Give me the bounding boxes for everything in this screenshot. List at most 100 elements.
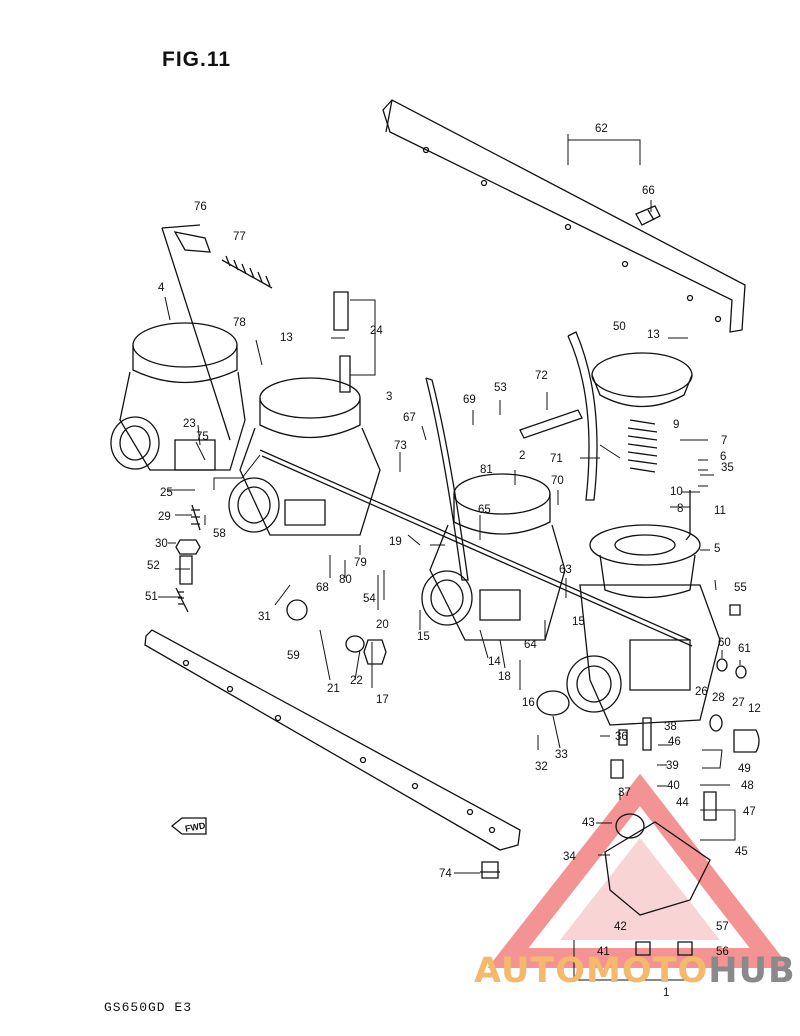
callout-55: 55 bbox=[734, 582, 747, 594]
callout-3: 3 bbox=[386, 391, 392, 403]
jet-39 bbox=[642, 717, 652, 751]
callout-7: 7 bbox=[721, 435, 727, 447]
bolt-24b bbox=[339, 355, 351, 393]
spring-52 bbox=[175, 587, 189, 613]
callout-80: 80 bbox=[339, 574, 352, 586]
callout-49: 49 bbox=[738, 763, 751, 775]
callout-62: 62 bbox=[595, 123, 608, 135]
callout-28: 28 bbox=[712, 692, 725, 704]
screw-53 bbox=[179, 555, 193, 585]
callout-77: 77 bbox=[233, 231, 246, 243]
callout-33: 33 bbox=[555, 749, 568, 761]
callout-30: 30 bbox=[155, 538, 168, 550]
washer-62 bbox=[716, 658, 728, 672]
screw-42 bbox=[635, 941, 651, 956]
callout-75: 75 bbox=[196, 431, 209, 443]
callout-17: 17 bbox=[376, 694, 389, 706]
plate-33 bbox=[536, 690, 570, 716]
watermark-logo: AUTOMOTOHUB bbox=[474, 951, 796, 991]
jet-37 bbox=[618, 729, 628, 746]
callout-29: 29 bbox=[158, 511, 171, 523]
callout-70: 70 bbox=[551, 475, 564, 487]
callout-63: 63 bbox=[559, 564, 572, 576]
figure-title: FIG.11 bbox=[162, 48, 232, 71]
callout-56: 56 bbox=[716, 946, 729, 958]
callout-67: 67 bbox=[403, 412, 416, 424]
diaphragm-cover bbox=[591, 352, 693, 408]
nut-29 bbox=[175, 539, 201, 555]
jet-needle bbox=[685, 490, 691, 541]
screw-73 bbox=[519, 409, 583, 439]
connecting-shaft bbox=[259, 449, 693, 647]
callout-38: 38 bbox=[664, 721, 677, 733]
callout-19: 19 bbox=[389, 536, 402, 548]
carburetor-2 bbox=[228, 377, 381, 536]
float-chamber bbox=[604, 813, 711, 916]
jet-38 bbox=[610, 759, 624, 779]
part-drawings bbox=[110, 99, 760, 956]
carburetor-1 bbox=[110, 322, 246, 471]
callout-5: 5 bbox=[714, 543, 720, 555]
callout-10: 10 bbox=[670, 486, 683, 498]
callout-1: 1 bbox=[663, 987, 669, 999]
callout-43: 43 bbox=[582, 817, 595, 829]
callout-72: 72 bbox=[535, 370, 548, 382]
callout-60: 60 bbox=[718, 637, 731, 649]
fuel-hose-68 bbox=[425, 377, 469, 581]
callout-74: 74 bbox=[439, 868, 452, 880]
callout-76: 76 bbox=[194, 201, 207, 213]
callout-31: 31 bbox=[258, 611, 271, 623]
callout-68: 68 bbox=[316, 582, 329, 594]
mounting-plate-upper bbox=[382, 99, 746, 333]
callout-39: 39 bbox=[666, 760, 679, 772]
screw-75 bbox=[480, 861, 500, 879]
callout-78: 78 bbox=[233, 317, 246, 329]
screw-67 bbox=[635, 205, 661, 226]
callout-37: 37 bbox=[618, 787, 631, 799]
watermark-text-b: HUB bbox=[708, 951, 796, 991]
bracket-77 bbox=[173, 231, 211, 253]
callout-46: 46 bbox=[668, 736, 681, 748]
fuel-hose-72 bbox=[567, 331, 598, 501]
carburetor-3 bbox=[421, 473, 566, 641]
callout-12: 12 bbox=[748, 703, 761, 715]
callout-45: 45 bbox=[735, 846, 748, 858]
callout-11: 11 bbox=[714, 505, 726, 517]
screw-57 bbox=[729, 604, 741, 616]
callout-51: 51 bbox=[145, 591, 158, 603]
callout-16: 16 bbox=[522, 697, 535, 709]
diaphragm-5 bbox=[589, 524, 701, 599]
screw-58 bbox=[677, 941, 693, 956]
callout-13: 13 bbox=[280, 332, 293, 344]
callout-69: 69 bbox=[463, 394, 476, 406]
callout-48: 48 bbox=[741, 780, 754, 792]
spring-9 bbox=[627, 419, 658, 473]
callout-36: 36 bbox=[615, 731, 628, 743]
fwd-arrow bbox=[170, 817, 207, 835]
o-ring-28 bbox=[709, 714, 723, 732]
washer-61 bbox=[286, 599, 308, 621]
callout-26: 26 bbox=[695, 686, 708, 698]
callout-24: 24 bbox=[370, 325, 383, 337]
bolt-24a bbox=[333, 291, 349, 331]
callout-22: 22 bbox=[350, 675, 363, 687]
fwd-label: FWD bbox=[184, 820, 206, 833]
callout-15: 15 bbox=[417, 631, 430, 643]
spring-30 bbox=[191, 504, 201, 531]
carburetor-4 bbox=[566, 584, 721, 726]
callout-57: 57 bbox=[716, 921, 729, 933]
watermark-text-a: AUTOMOTO bbox=[474, 951, 709, 991]
callout-81: 81 bbox=[480, 464, 493, 476]
callout-53: 53 bbox=[494, 382, 507, 394]
washer-20 bbox=[345, 635, 365, 653]
callout-40: 40 bbox=[667, 780, 680, 792]
watermark-triangle bbox=[487, 773, 791, 968]
callout-47: 47 bbox=[743, 806, 756, 818]
callout-8: 8 bbox=[677, 503, 683, 515]
callout-32: 32 bbox=[535, 761, 548, 773]
model-code: GS650GD E3 bbox=[104, 1000, 193, 1015]
leader-lines bbox=[158, 134, 741, 981]
callout-61: 61 bbox=[738, 643, 751, 655]
